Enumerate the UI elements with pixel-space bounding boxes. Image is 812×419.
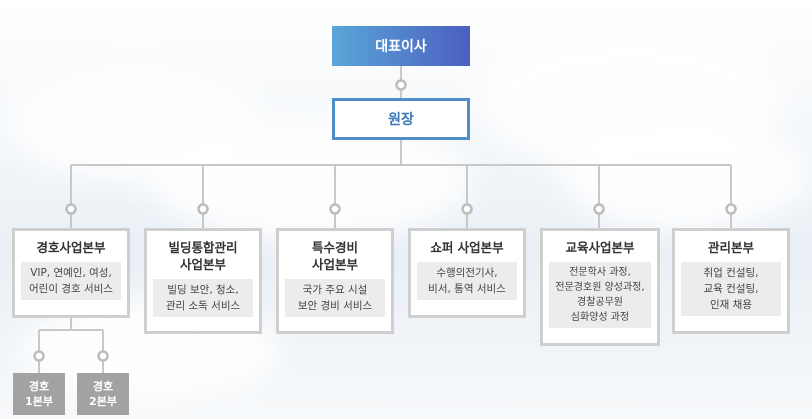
- dept-title: 특수경비 사업본부: [311, 240, 358, 272]
- connector-node: [97, 350, 109, 362]
- dept-box-security: 경호사업본부 VIP, 연예인, 여성, 어린이 경호 서비스: [12, 228, 130, 318]
- director-box: 원장: [332, 98, 470, 140]
- dept-title: 경호사업본부: [36, 240, 106, 255]
- dept-title: 쇼퍼 사업본부: [430, 240, 504, 255]
- dept-desc: 국가 주요 시설 보안 경비 서비스: [285, 279, 385, 317]
- connector-node: [329, 203, 341, 215]
- connector-node: [395, 79, 407, 91]
- dept-title: 빌딩통합관리 사업본부: [168, 240, 238, 272]
- connector-node: [461, 203, 473, 215]
- dept-title: 교육사업본부: [565, 240, 635, 255]
- dept-box-education: 교육사업본부 전문학사 과정, 전문경호원 양성과정, 경찰공무원 심화양성 과…: [540, 228, 660, 346]
- dept-desc: 취업 컨설팅, 교육 컨설팅, 인재 채용: [681, 262, 781, 316]
- dept-title: 관리본부: [707, 240, 754, 255]
- dept-box-management: 관리본부 취업 컨설팅, 교육 컨설팅, 인재 채용: [672, 228, 790, 334]
- ceo-box: 대표이사: [332, 26, 470, 66]
- connector-node: [33, 350, 45, 362]
- connector-node: [197, 203, 209, 215]
- dept-box-chauffeur: 쇼퍼 사업본부 수행의전기사, 비서, 통역 서비스: [408, 228, 526, 318]
- connector-node: [593, 203, 605, 215]
- subunit-box-1: 경호 1본부: [13, 373, 65, 415]
- connector-node: [725, 203, 737, 215]
- dept-desc: VIP, 연예인, 여성, 어린이 경호 서비스: [21, 262, 121, 300]
- subunit-box-2: 경호 2본부: [77, 373, 129, 415]
- dept-desc: 전문학사 과정, 전문경호원 양성과정, 경찰공무원 심화양성 과정: [549, 262, 651, 328]
- dept-desc: 수행의전기사, 비서, 통역 서비스: [417, 262, 517, 300]
- dept-box-building: 빌딩통합관리 사업본부 빌딩 보안, 청소, 관리 소독 서비스: [144, 228, 262, 334]
- dept-desc: 빌딩 보안, 청소, 관리 소독 서비스: [153, 279, 253, 317]
- connector-node: [65, 203, 77, 215]
- dept-box-special-guard: 특수경비 사업본부 국가 주요 시설 보안 경비 서비스: [276, 228, 394, 334]
